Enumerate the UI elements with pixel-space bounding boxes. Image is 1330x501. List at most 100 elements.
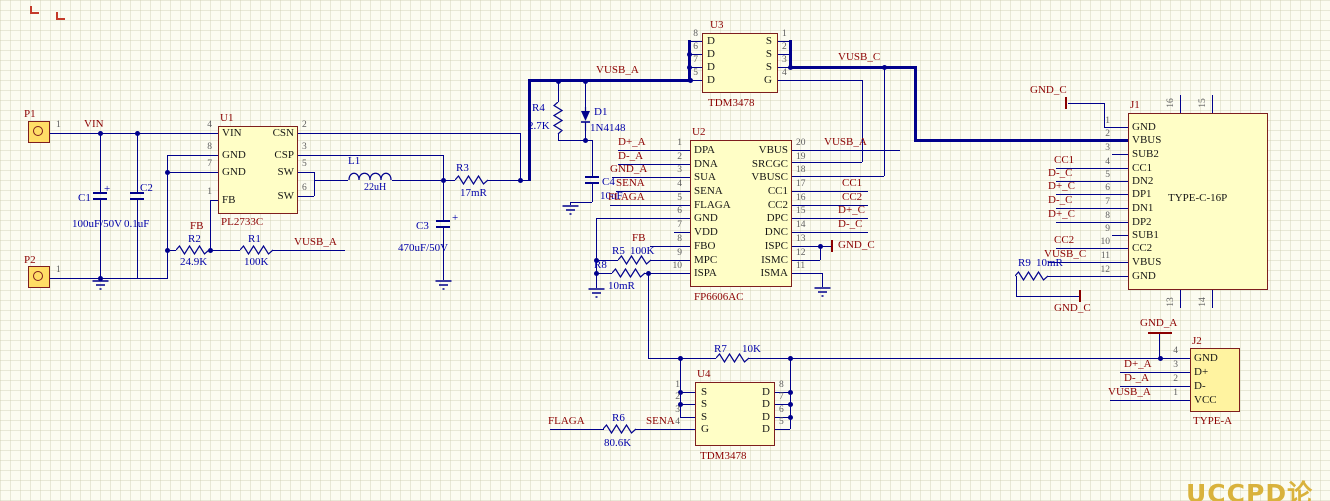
wire	[298, 133, 520, 134]
pin-number: 1	[656, 138, 682, 148]
wire	[272, 250, 345, 251]
capacitor-C4[interactable]	[585, 182, 599, 184]
value: 2.7K	[528, 120, 550, 132]
net-label: VUSB_C	[1044, 248, 1086, 260]
pin-number: 2	[656, 152, 682, 162]
pin-number: 1	[56, 120, 61, 130]
pin-number: 10	[1096, 237, 1110, 247]
wire	[488, 180, 530, 181]
connector-type-label: TYPE-C-16P	[1168, 192, 1227, 204]
wire	[1180, 290, 1181, 308]
pin-name: D	[752, 386, 770, 398]
value: 17mR	[460, 187, 487, 199]
designator: R6	[612, 412, 625, 424]
net-label: D+_C	[838, 204, 865, 216]
part-number: TDM3478	[708, 97, 754, 109]
capacitor-C3[interactable]	[436, 220, 450, 222]
pin-number: 10	[656, 261, 682, 271]
net-label: VUSB_A	[596, 64, 639, 76]
pin-number: 17	[796, 179, 806, 189]
wire	[570, 202, 592, 203]
pin-number: 8	[684, 29, 698, 39]
pin-name: S	[756, 48, 772, 60]
wire	[1212, 290, 1213, 308]
net-label: VIN	[84, 118, 104, 130]
pin-name: D+	[1194, 366, 1208, 378]
wire	[1110, 400, 1190, 401]
designator: D1	[594, 106, 607, 118]
pin-number: 1	[196, 187, 212, 197]
wire	[1056, 222, 1128, 223]
wire	[314, 180, 348, 181]
wire	[792, 176, 884, 177]
pin-number: 11	[796, 261, 805, 271]
part-number: TYPE-A	[1193, 415, 1232, 427]
wire	[167, 155, 218, 156]
designator: P2	[24, 254, 36, 266]
designator: R8	[594, 259, 607, 271]
pin-number: 2	[302, 120, 307, 130]
pin-name: GND	[1194, 352, 1218, 364]
bus-wire	[789, 40, 792, 68]
pin-number: 3	[302, 142, 307, 152]
designator: U2	[692, 126, 705, 138]
value: 470uF/50V	[398, 242, 448, 254]
pin-number: 7	[684, 55, 698, 65]
pin-number: 8	[779, 380, 784, 390]
watermark: UCCPD论坛	[1186, 474, 1330, 501]
junction-dot	[788, 402, 793, 407]
resistor-R4[interactable]	[553, 102, 563, 134]
net-label: D-_C	[838, 218, 862, 230]
net-label: FLAGA	[548, 415, 585, 427]
inductor-L1[interactable]	[348, 168, 392, 181]
designator: R9	[1018, 257, 1031, 269]
net-label: FLAGA	[608, 191, 645, 203]
pin-name: DNC	[732, 226, 788, 238]
wire	[680, 417, 695, 418]
resistor-R8[interactable]	[612, 268, 645, 278]
wire	[596, 218, 690, 219]
wire	[674, 232, 690, 233]
wire	[1180, 95, 1181, 113]
wire	[1112, 235, 1128, 236]
resistor-R3[interactable]	[455, 175, 488, 185]
pin-number: 8	[1096, 211, 1110, 221]
wire	[1159, 334, 1160, 358]
pin-number: 20	[796, 138, 806, 148]
wire	[1048, 276, 1128, 277]
pin-number: 15	[1198, 98, 1208, 108]
pin-name: D	[707, 48, 715, 60]
junction-dot	[646, 271, 651, 276]
pin-number: 3	[656, 165, 682, 175]
resistor-R2[interactable]	[176, 245, 209, 255]
capacitor-C1[interactable]	[93, 198, 107, 200]
pin-name: MPC	[694, 254, 717, 266]
junction-dot	[98, 131, 103, 136]
resistor-R9[interactable]	[1015, 271, 1048, 281]
resistor-R6[interactable]	[603, 424, 636, 434]
pin-name: FB	[222, 194, 235, 206]
net-label: D-_C	[1048, 167, 1072, 179]
no-erc-marker	[56, 12, 65, 20]
net-label: VUSB_A	[1108, 386, 1151, 398]
pin-name: D	[707, 35, 715, 47]
capacitor-C3[interactable]	[436, 226, 450, 228]
capacitor-C4[interactable]	[585, 176, 599, 178]
pin-name: SENA	[694, 185, 723, 197]
pin-number: 4	[1096, 157, 1110, 167]
resistor-R1[interactable]	[240, 245, 273, 255]
value: 100K	[244, 256, 268, 268]
pin-number: 4	[196, 120, 212, 130]
value: 100uF/50V	[72, 218, 122, 230]
pin-number: 4	[782, 68, 787, 78]
capacitor-C2[interactable]	[130, 198, 144, 200]
power-port-label: GND_A	[1140, 317, 1177, 329]
designator: U4	[697, 368, 710, 380]
pin-number: 5	[656, 193, 682, 203]
net-label: VUSB_A	[294, 236, 337, 248]
pin-number: 19	[796, 152, 806, 162]
ground-icon	[561, 205, 580, 216]
pin-number: 8	[196, 142, 212, 152]
junction-dot	[818, 244, 823, 249]
pin-name: FLAGA	[694, 199, 731, 211]
